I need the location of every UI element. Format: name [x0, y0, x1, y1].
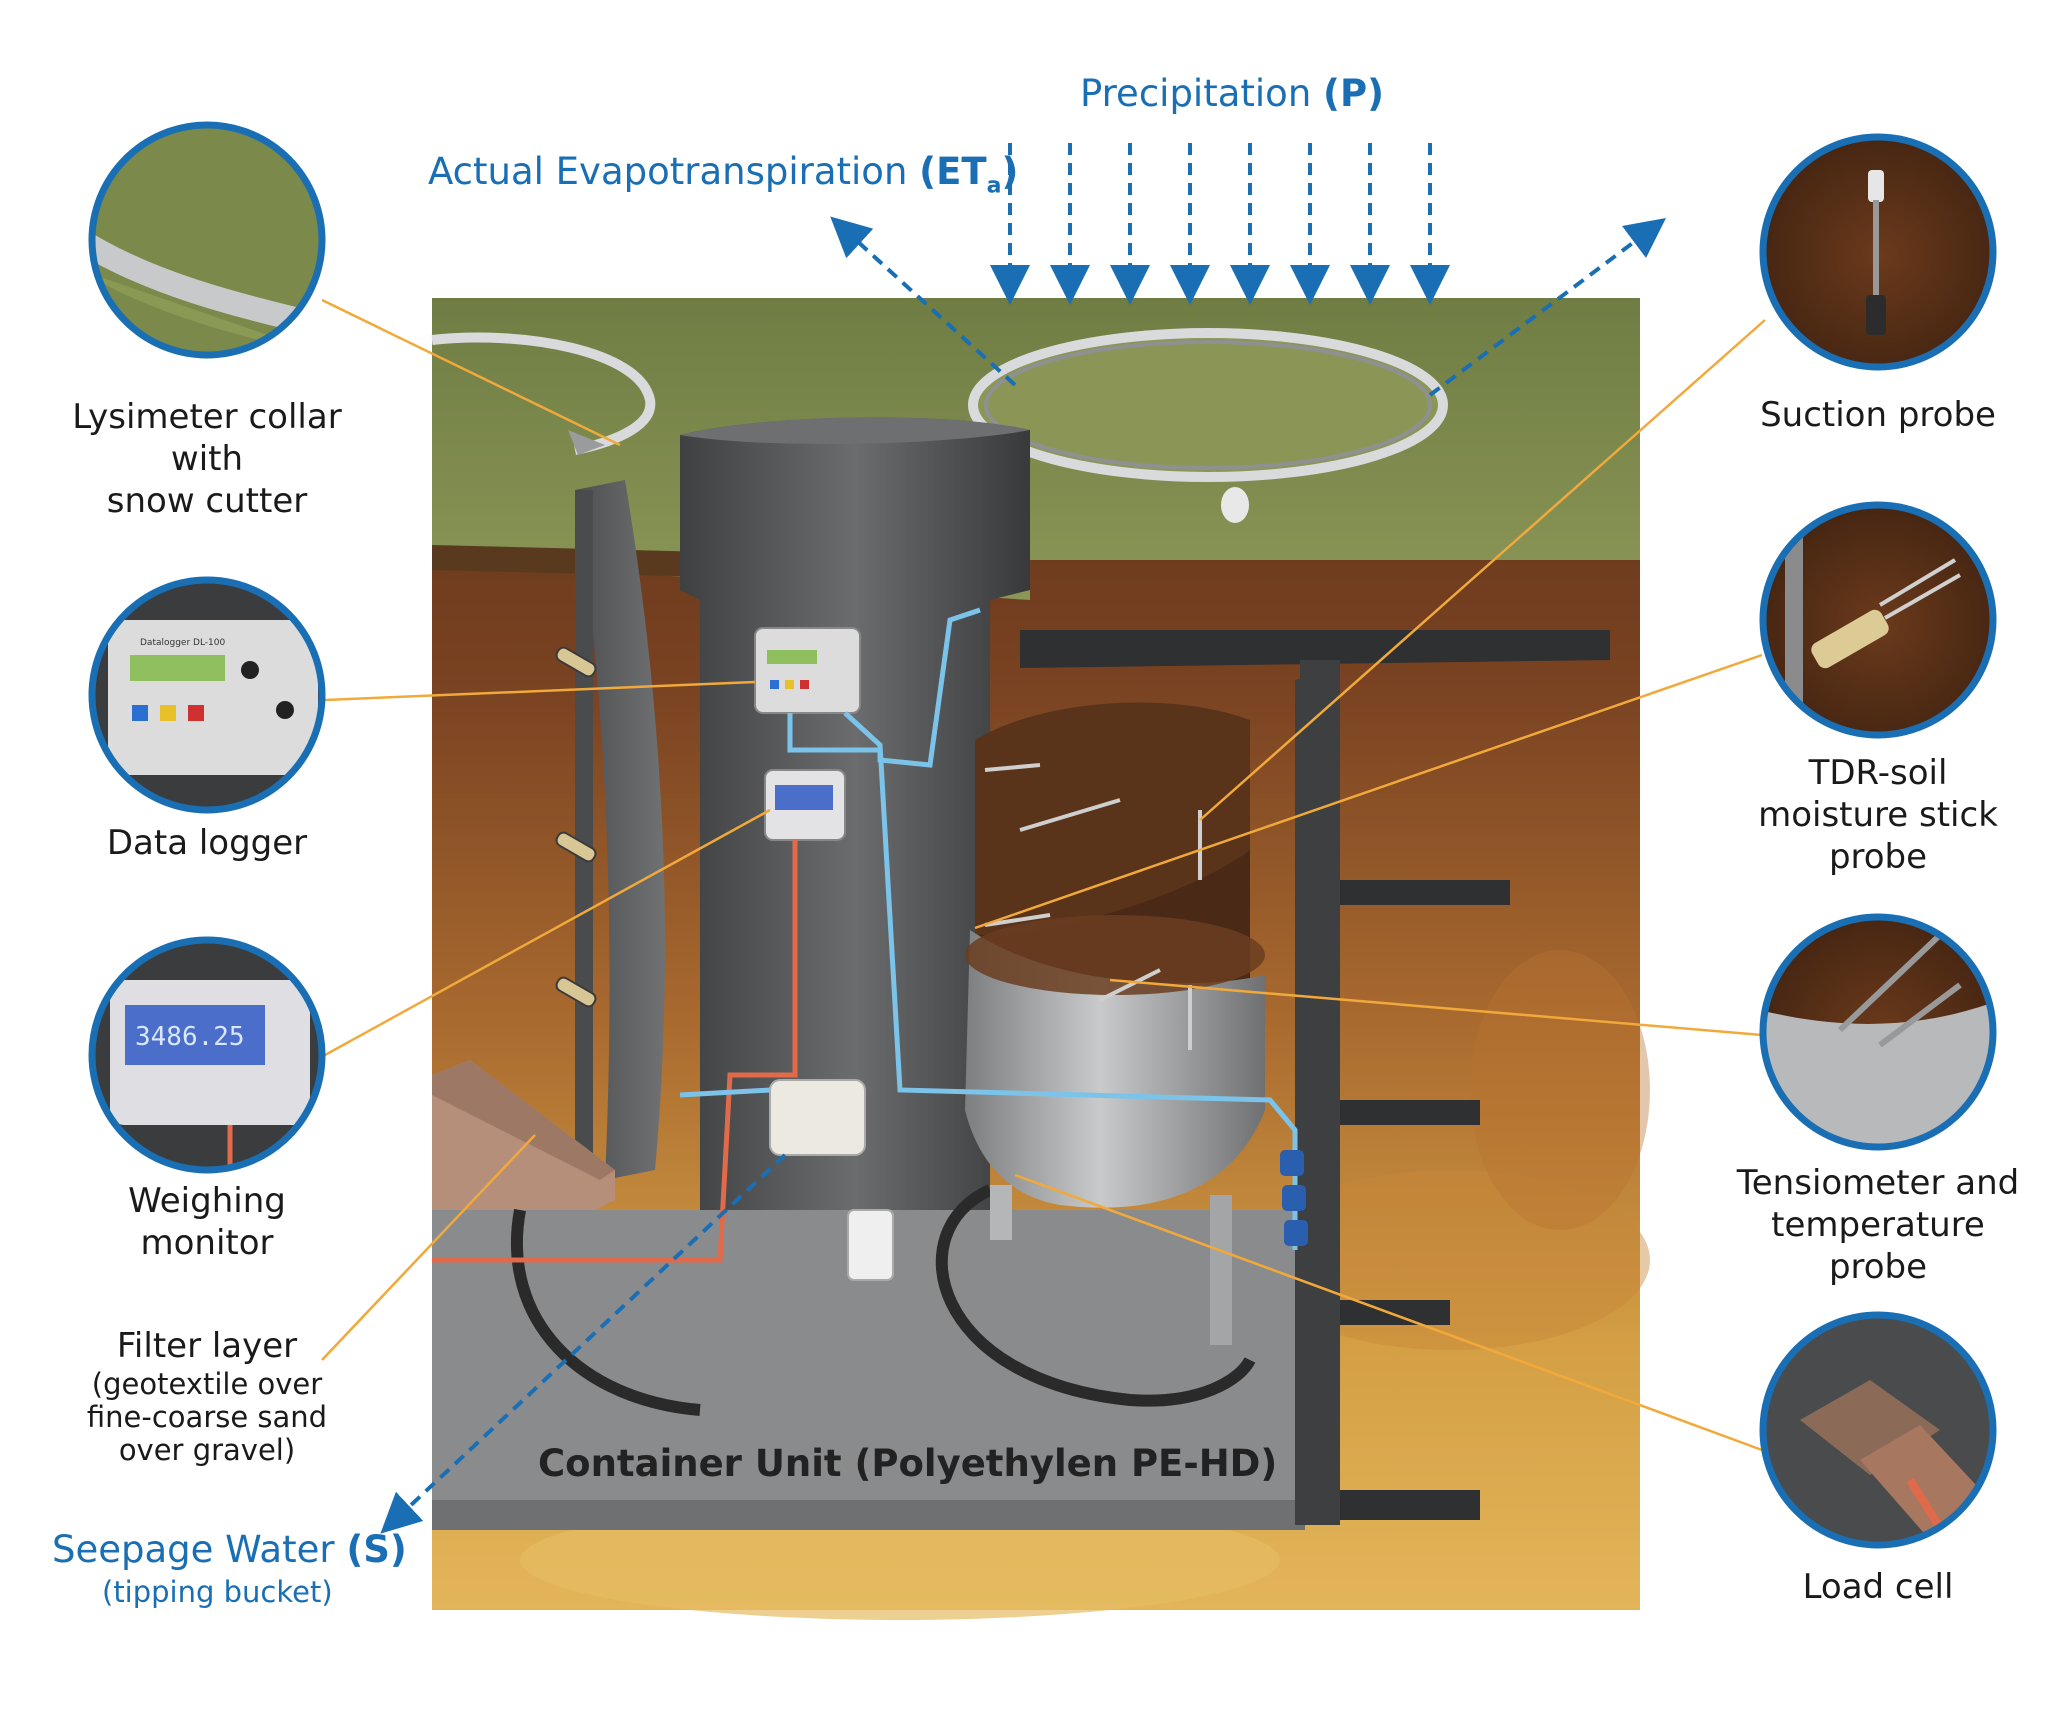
suction-probe-inset-icon	[1759, 133, 1997, 371]
sample-bottles	[1280, 1150, 1308, 1246]
data-logger-inset-icon: Datalogger DL-100	[88, 576, 326, 814]
tensiometer-inset-icon	[1759, 913, 1997, 1151]
callout-filter-layer: Filter layer	[116, 1326, 298, 1366]
weigh-display-value: 3486.25	[135, 1022, 245, 1052]
weighing-monitor-device	[764, 769, 846, 841]
load-cell-inset-icon	[1759, 1311, 1997, 1549]
data-logger-device	[754, 627, 861, 714]
weighing-monitor-inset-icon: 3486.25	[88, 936, 326, 1174]
tdr-probe-inset-icon	[1759, 501, 1997, 739]
precipitation-arrows	[990, 143, 1450, 305]
left-container-wall	[555, 480, 665, 1180]
precipitation-label: Precipitation (P)	[1080, 72, 1384, 115]
callout-data-logger: Data logger	[106, 823, 308, 863]
container-unit-label: Container Unit (Polyethylen PE-HD)	[538, 1442, 1278, 1485]
callout-filter-layer-detail: (geotextile over fine-coarse sand over g…	[86, 1367, 328, 1467]
right-wall-shelves	[1020, 630, 1610, 1525]
evapotranspiration-label: Actual Evapotranspiration (ETa)	[428, 150, 1019, 199]
evapotranspiration-arrows	[830, 216, 1666, 397]
seepage-label: Seepage Water (S)	[52, 1528, 407, 1571]
seepage-arrow	[380, 1153, 787, 1534]
seepage-note: (tipping bucket)	[102, 1575, 333, 1609]
drain-container	[769, 1079, 894, 1281]
lysimeter-collar-right	[968, 328, 1448, 523]
callout-weighing-monitor: Weighing monitor	[128, 1181, 286, 1263]
monolith-probes	[984, 763, 1202, 1050]
lysimeter-collar-inset-icon	[88, 121, 326, 359]
callout-tensiometer: Tensiometer and temperature probe	[1736, 1163, 2020, 1287]
callout-lysimeter-collar: Lysimeter collar with snow cutter	[72, 397, 342, 521]
callout-load-cell: Load cell	[1802, 1567, 1954, 1607]
logger-title: Datalogger DL-100	[140, 638, 226, 648]
central-shaft	[680, 417, 1030, 1210]
callout-tdr-probe: TDR-soil moisture stick probe	[1758, 753, 1998, 877]
leader-lines	[321, 298, 1766, 1452]
callout-suction-probe: Suction probe	[1760, 395, 1996, 435]
lysimeter-collar-left	[431, 332, 656, 455]
